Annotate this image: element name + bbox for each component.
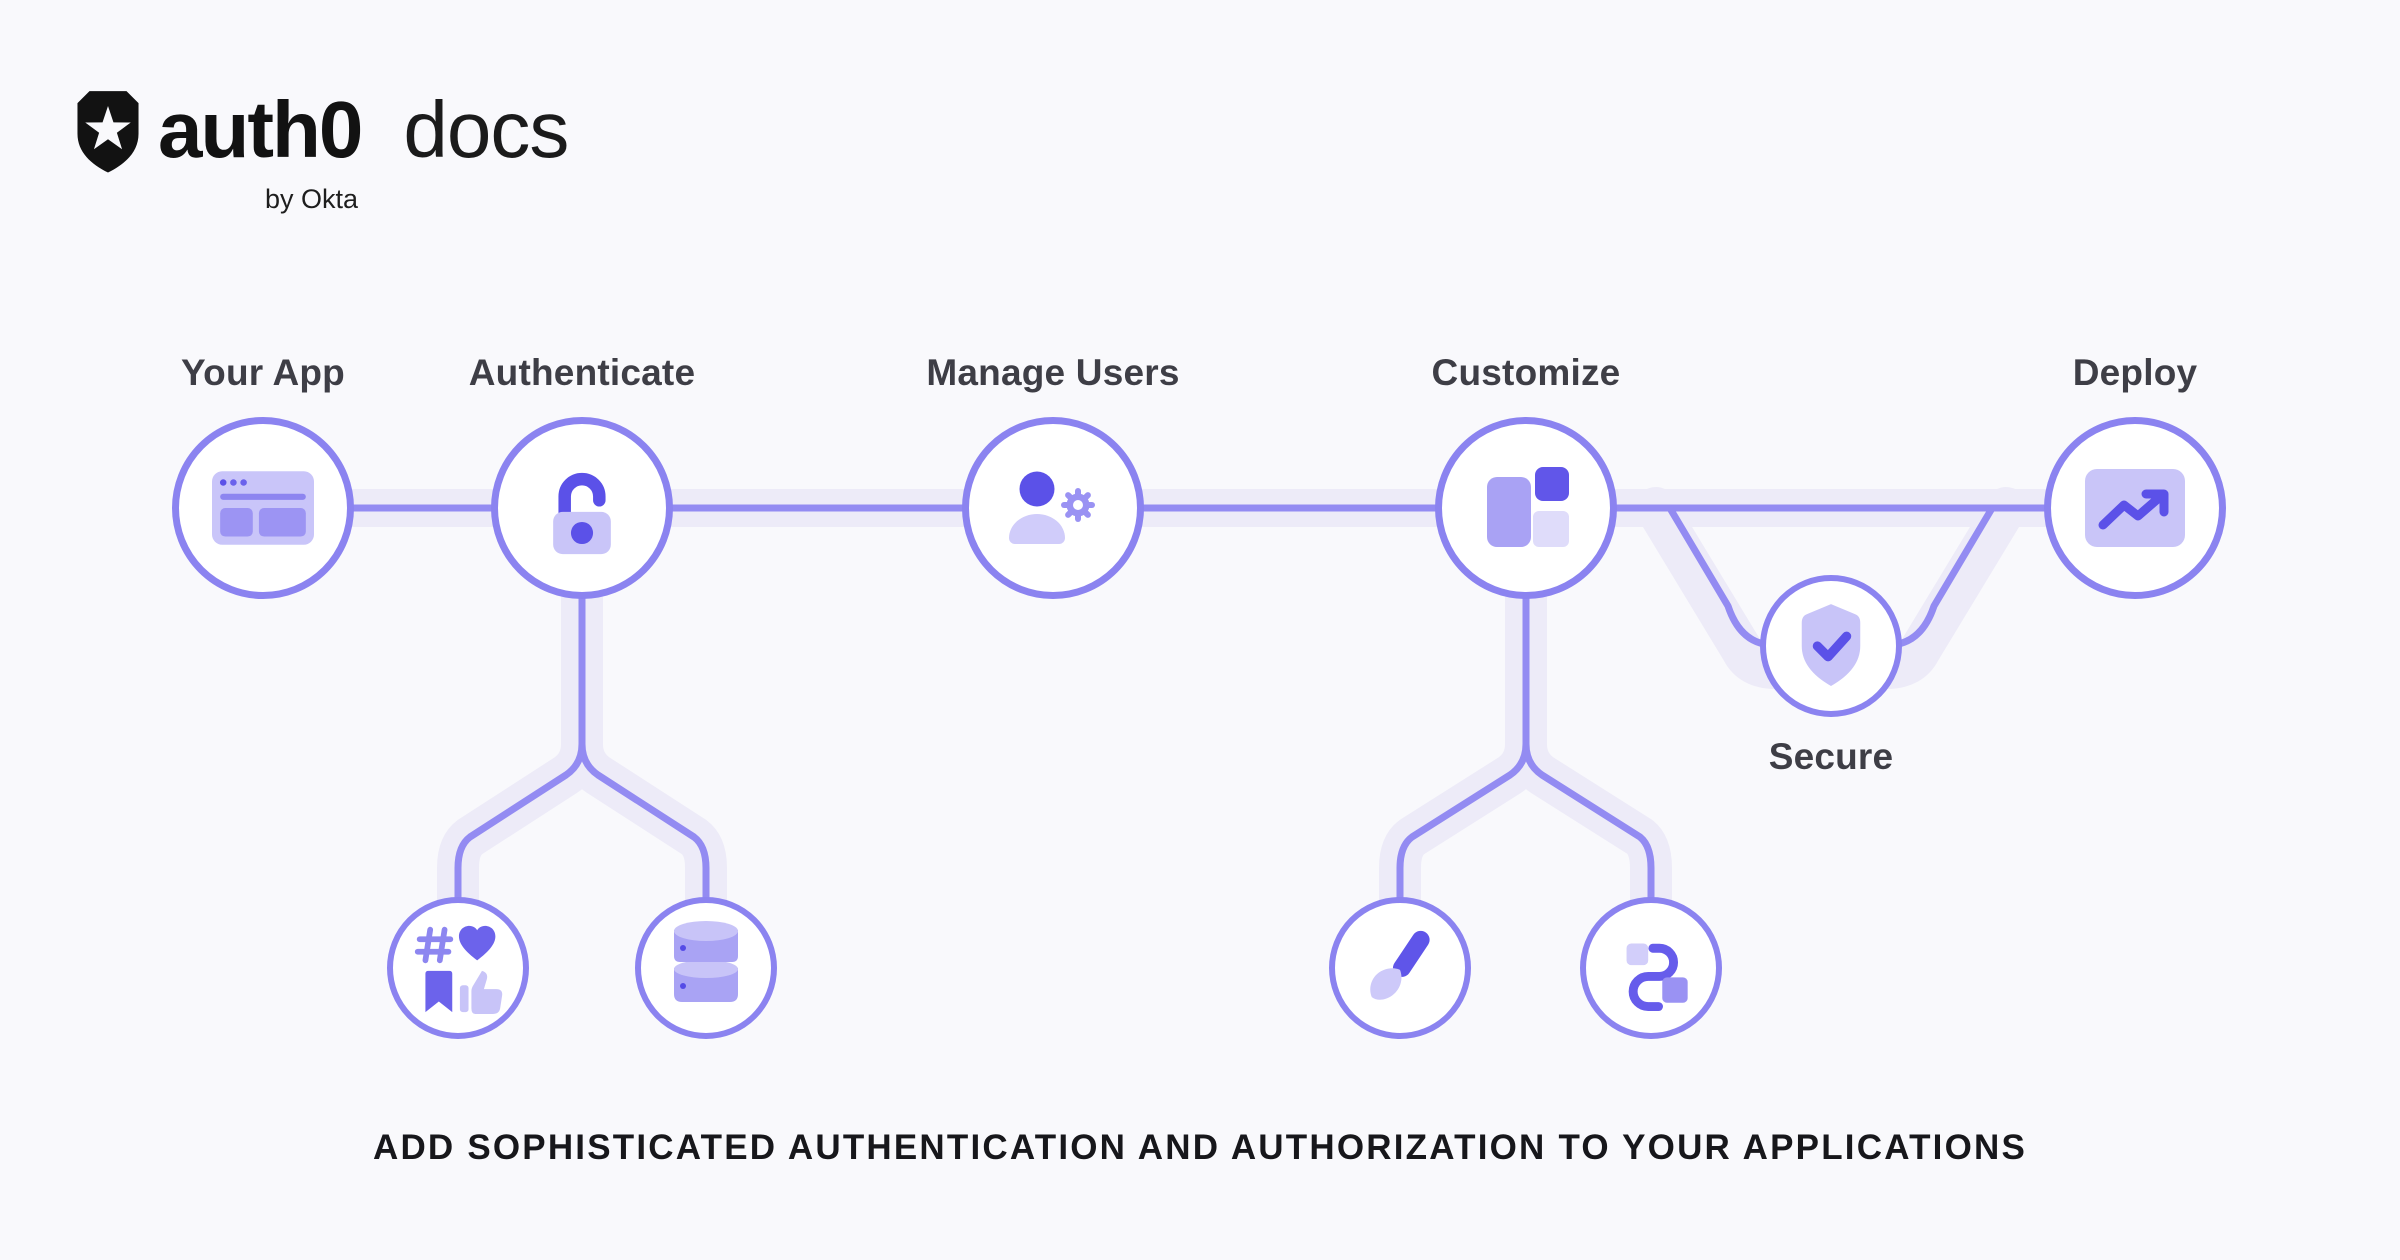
trend-up-chart-icon — [2085, 469, 2185, 547]
node-deploy — [2044, 417, 2226, 599]
label-your-app: Your App — [181, 352, 345, 393]
label-deploy: Deploy — [2072, 352, 2198, 393]
layout-blocks-icon — [1487, 467, 1569, 547]
label-secure: Secure — [1768, 736, 1894, 777]
node-authenticate — [491, 417, 673, 599]
node-your-app — [172, 417, 354, 599]
paintbrush-icon — [1370, 930, 1430, 1000]
label-customize: Customize — [1431, 352, 1621, 393]
node-secure — [1760, 575, 1902, 717]
auth0-docs-logo[interactable]: auth0 docs by Okta — [71, 84, 569, 214]
logo-byline: by Okta — [264, 184, 358, 214]
headline: ADD SOPHISTICATED AUTHENTICATION AND AUT… — [372, 1128, 2028, 1167]
node-manage-users — [962, 417, 1144, 599]
open-padlock-icon — [553, 472, 611, 555]
node-social-connections — [387, 897, 529, 1039]
label-manage-users: Manage Users — [926, 352, 1180, 393]
auth0-shield-icon — [77, 91, 139, 173]
node-actions — [1580, 897, 1722, 1039]
social-engagement-icon — [414, 925, 503, 1014]
logo-product-text: docs — [403, 85, 569, 174]
shield-check-icon — [1801, 604, 1861, 686]
node-customize — [1435, 417, 1617, 599]
user-gear-icon — [1009, 471, 1095, 544]
label-authenticate: Authenticate — [468, 352, 696, 393]
node-branding — [1329, 897, 1471, 1039]
flow-route-icon — [1626, 943, 1688, 1012]
node-database — [635, 897, 777, 1039]
logo-brand-text: auth0 — [158, 85, 363, 174]
browser-window-icon — [212, 471, 314, 545]
database-icon — [674, 921, 738, 1002]
